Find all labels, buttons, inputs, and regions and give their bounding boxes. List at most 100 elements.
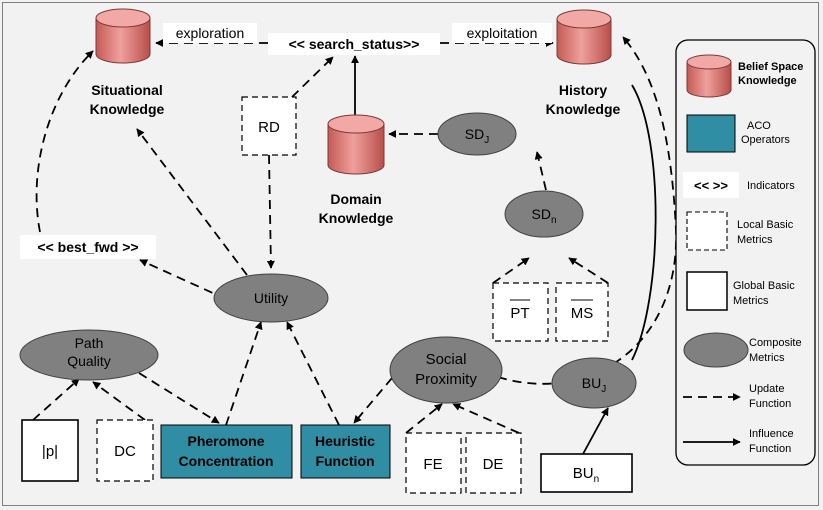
legend-belief-space: Belief Space Knowledge	[686, 54, 803, 98]
legend-local-line1: Local Basic	[737, 219, 794, 231]
legend-influence-line1: Influence	[749, 428, 794, 440]
history-knowledge-line2: Knowledge	[546, 101, 621, 117]
edge-rd-to-utility	[266, 154, 275, 269]
sd-n-label: SDn	[531, 206, 556, 226]
sd-j-node: SDJ	[437, 112, 517, 156]
p-label: |p|	[42, 443, 58, 460]
legend-composite-line2: Metrics	[749, 352, 785, 364]
edge-bestfwd-to-situational	[35, 50, 94, 233]
domain-knowledge-line2: Knowledge	[319, 210, 394, 226]
heuristic-line2: Function	[315, 453, 374, 469]
edge-buj-to-history	[631, 84, 657, 361]
legend-aco-operators: ACO Operators	[686, 114, 790, 153]
utility-node: Utility	[213, 273, 329, 323]
sd-n-sub: n	[551, 215, 557, 226]
legend-belief-line2: Knowledge	[738, 75, 797, 87]
sd-n-node: SDn	[504, 190, 584, 238]
path-quality-line1: Path	[75, 335, 104, 351]
edge-sdn-to-sdj	[534, 151, 547, 191]
legend-indicators: << >> Indicators	[683, 172, 795, 198]
bu-n-box: BUn	[540, 453, 633, 493]
edge-de-to-social	[452, 403, 520, 434]
edge-ms-to-sdn	[568, 257, 609, 284]
legend-composite-line1: Composite	[749, 337, 802, 349]
social-proximity-line1: Social	[426, 351, 467, 368]
edge-bun-to-buj	[582, 407, 609, 455]
edge-pathquality-to-pheromone	[138, 372, 220, 424]
rd-box: RD	[241, 96, 297, 156]
social-proximity-node: Social Proximity	[389, 336, 503, 404]
pheromone-line2: Concentration	[179, 453, 274, 469]
history-knowledge-cylinder	[556, 9, 612, 65]
situational-knowledge-cylinder	[95, 8, 151, 64]
de-box: DE	[465, 432, 522, 494]
domain-knowledge-cylinder	[327, 114, 385, 175]
legend-global-line2: Metrics	[733, 295, 769, 307]
fe-label: FE	[423, 456, 442, 473]
edge-utility-to-situational	[136, 128, 248, 276]
pt-box: PT	[492, 282, 549, 342]
edge-fe-to-social	[405, 403, 443, 434]
bu-n-label: BUn	[573, 465, 599, 485]
exploration-label: exploration	[176, 25, 245, 41]
pheromone-line1: Pheromone	[187, 433, 264, 449]
legend-update-line1: Update	[749, 383, 784, 395]
situational-knowledge-line1: Situational	[91, 82, 163, 98]
sd-n-base: SD	[531, 206, 550, 222]
edge-heuristic-to-utility	[286, 321, 340, 426]
legend-local-metrics: Local Basic Metrics	[686, 211, 794, 251]
edge-pt-to-sdn	[492, 257, 530, 284]
situational-knowledge-line2: Knowledge	[90, 101, 165, 117]
sd-j-sub: J	[484, 135, 489, 146]
legend-update-line2: Function	[749, 398, 791, 410]
best-fwd-indicator: << best_fwd >>	[20, 235, 156, 259]
bu-n-base: BU	[573, 465, 594, 482]
rd-label: RD	[258, 119, 280, 136]
utility-label: Utility	[254, 290, 288, 306]
dc-label: DC	[114, 443, 136, 460]
legend-global-line1: Global Basic	[733, 280, 795, 292]
edge-rd-to-search	[291, 56, 334, 98]
domain-knowledge-line1: Domain	[330, 191, 381, 207]
exploitation-label: exploitation	[467, 25, 538, 41]
legend-update-function: Update Function	[683, 383, 791, 410]
bu-j-node: BUJ	[551, 357, 637, 409]
legend-composite-metrics: Composite Metrics	[683, 332, 802, 368]
bu-j-base: BU	[582, 375, 601, 391]
ms-box: MS	[555, 282, 609, 342]
legend-indicator-label: Indicators	[747, 180, 795, 192]
edge-social-to-heuristic	[353, 377, 393, 424]
edge-pheromone-to-utility	[225, 321, 263, 426]
sd-j-base: SD	[465, 126, 484, 142]
legend-belief-line1: Belief Space	[738, 61, 803, 73]
legend-influence-line2: Function	[749, 443, 791, 455]
legend-aco-line2: Operators	[741, 134, 790, 146]
heuristic-line1: Heuristic	[315, 433, 375, 449]
path-quality-line2: Quality	[67, 353, 111, 369]
search-status-label: << search_status>>	[289, 36, 420, 52]
legend-indicator-symbol: << >>	[694, 178, 728, 193]
legend-global-metrics: Global Basic Metrics	[686, 271, 795, 311]
bu-j-label: BUJ	[582, 375, 606, 395]
path-quality-node: Path Quality	[19, 329, 159, 381]
social-proximity-line2: Proximity	[415, 371, 477, 388]
p-box: |p|	[21, 419, 79, 482]
sd-j-label: SDJ	[465, 126, 489, 146]
legend: Belief Space Knowledge ACO Operators << …	[675, 39, 816, 466]
search-status-indicator: << search_status>>	[268, 33, 440, 55]
best-fwd-label: << best_fwd >>	[37, 239, 138, 255]
legend-aco-line1: ACO	[747, 120, 771, 132]
dc-box: DC	[96, 419, 154, 482]
de-label: DE	[483, 456, 504, 473]
ms-label: MS	[571, 305, 594, 322]
heuristic-function-box: Heuristic Function	[300, 424, 391, 479]
history-knowledge-line1: History	[559, 82, 607, 98]
legend-influence-function: Influence Function	[683, 428, 794, 455]
pheromone-concentration-box: Pheromone Concentration	[160, 424, 293, 479]
bu-j-sub: J	[601, 384, 606, 395]
bu-n-sub: n	[594, 474, 600, 485]
pt-label: PT	[510, 305, 529, 322]
